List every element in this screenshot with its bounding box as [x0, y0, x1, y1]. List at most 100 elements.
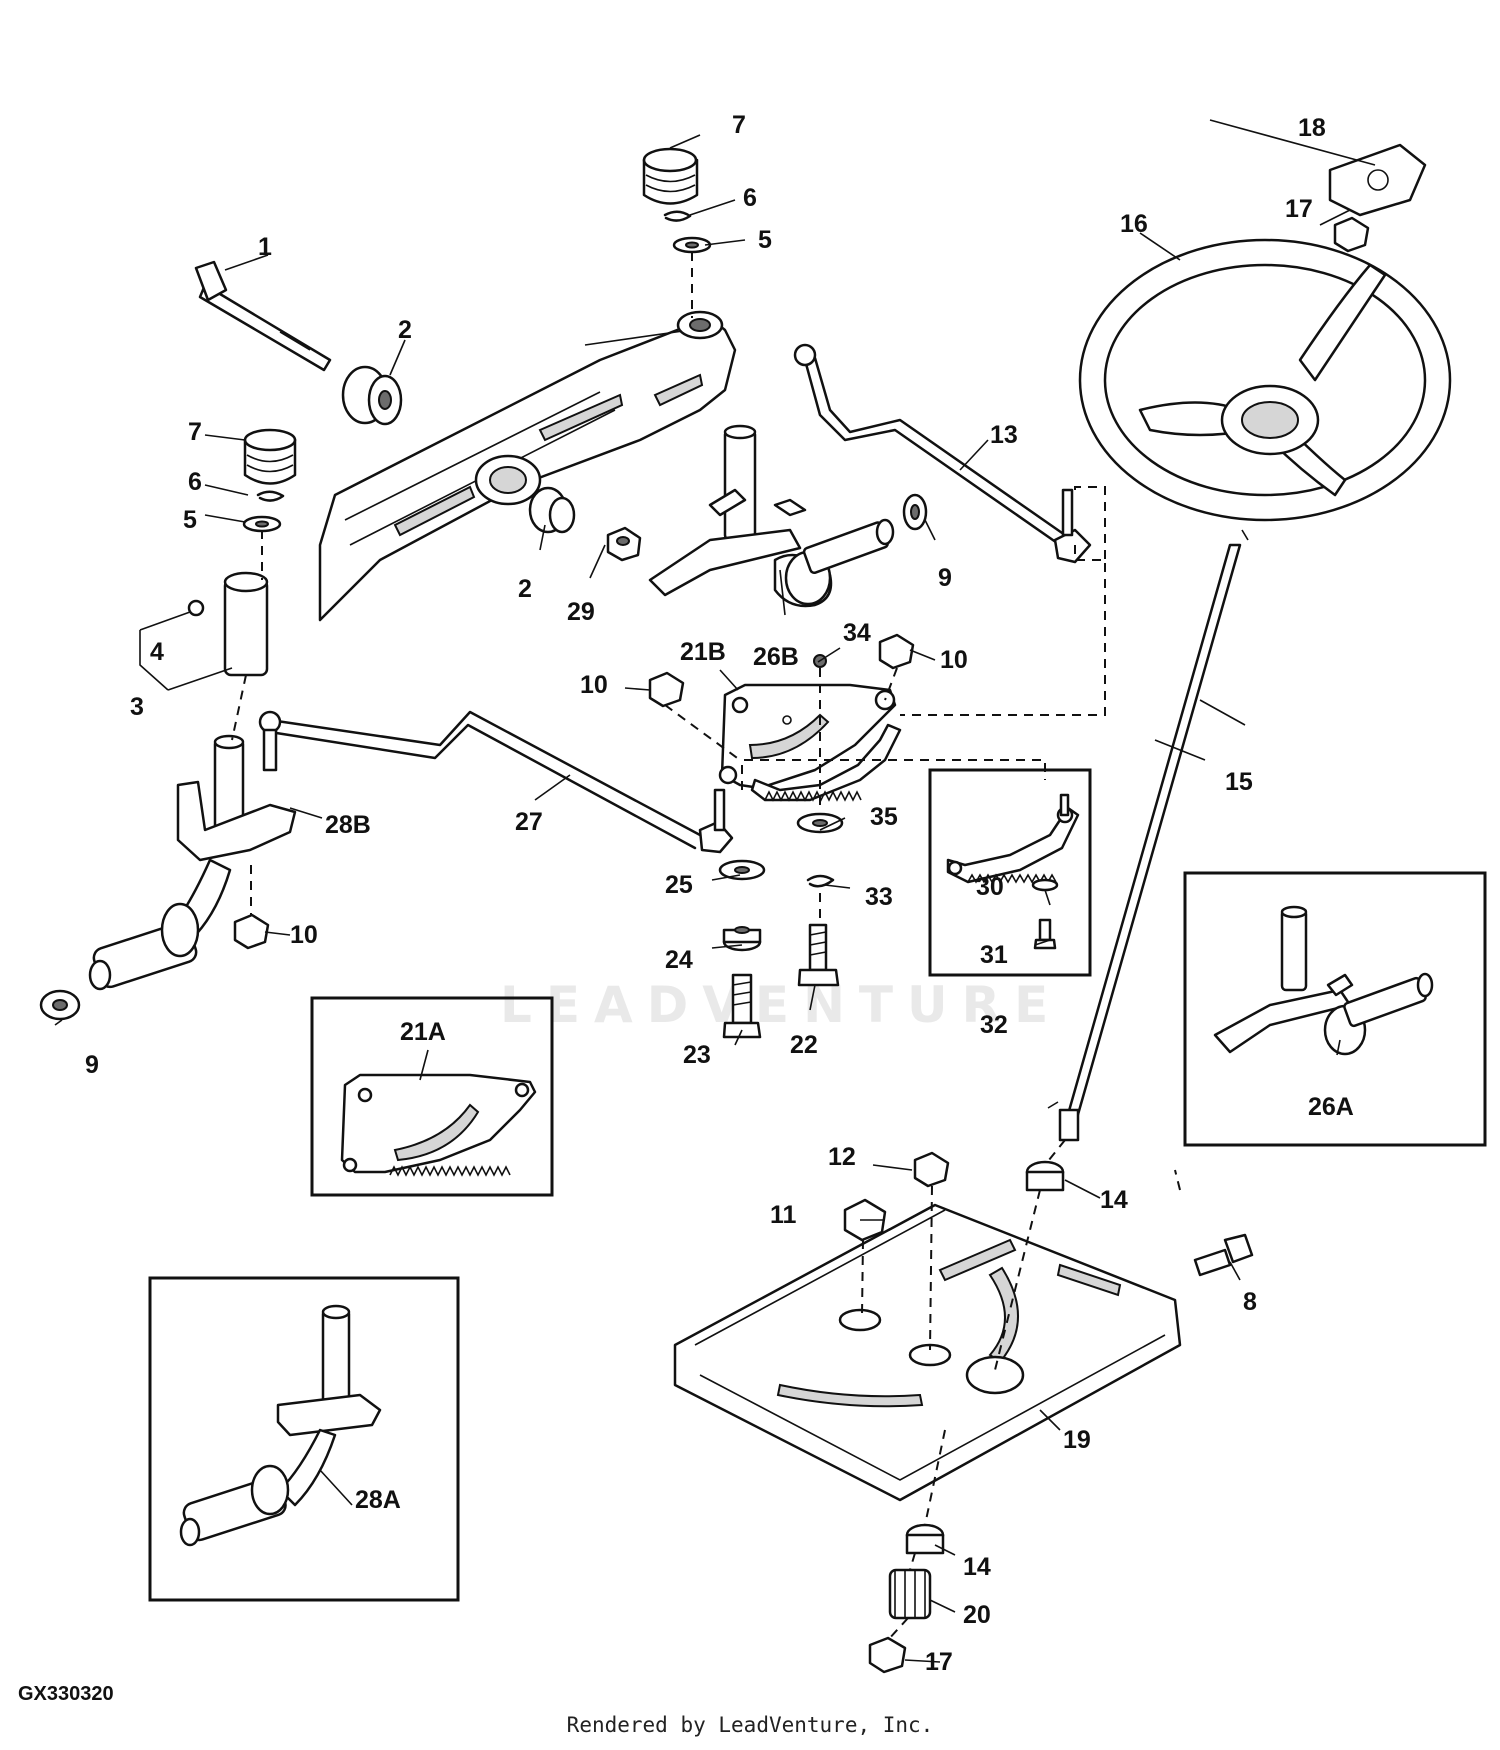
bushing-2-upper: [341, 365, 403, 426]
label-20: 20: [963, 1601, 991, 1629]
grease-fitting-4: [187, 599, 205, 617]
label-5-left: 5: [183, 506, 197, 534]
footer-credit: Rendered by LeadVenture, Inc.: [566, 1713, 934, 1737]
steering-sector-21a: [340, 1073, 537, 1177]
label-10-right: 10: [940, 646, 968, 674]
bushing-14-top: [1025, 1160, 1065, 1192]
label-5-right: 5: [758, 226, 772, 254]
label-10-mid: 10: [580, 671, 608, 699]
label-16: 16: [1120, 210, 1148, 238]
nut-10-right: [878, 633, 915, 670]
nut-17-top: [1333, 216, 1370, 253]
figure-id: GX330320: [18, 1683, 114, 1705]
spindle-26b: [648, 424, 895, 608]
label-21a: 21A: [400, 1018, 446, 1046]
label-28b: 28B: [325, 811, 371, 839]
bolt-22: [797, 923, 840, 987]
inset-box-28a: [148, 1276, 460, 1602]
spindle-28b: [88, 734, 297, 991]
label-26a: 26A: [1308, 1093, 1354, 1121]
drag-link-13: [793, 343, 1092, 564]
lockwasher-33: [806, 874, 835, 888]
label-7-left: 7: [188, 418, 202, 446]
label-23: 23: [683, 1041, 711, 1069]
label-2-upper: 2: [398, 316, 412, 344]
label-24: 24: [665, 946, 693, 974]
front-axle: [318, 310, 737, 622]
label-9-left: 9: [85, 1051, 99, 1079]
label-29: 29: [567, 598, 595, 626]
axle-pivot-tube: [223, 571, 269, 677]
label-15: 15: [1225, 768, 1253, 796]
label-17-bottom: 17: [925, 1648, 953, 1676]
bushing-2-lower: [528, 486, 576, 534]
cap-7-right: [642, 147, 699, 205]
washer-5-right: [672, 236, 712, 254]
inset-box-26a: [1183, 871, 1487, 1147]
label-13: 13: [990, 421, 1018, 449]
label-14-top: 14: [1100, 1186, 1128, 1214]
tie-rod-27: [258, 710, 734, 854]
nut-17-bottom: [868, 1636, 907, 1674]
inset-box-32: [928, 768, 1092, 977]
pivot-bolt: [194, 260, 332, 372]
label-6-left: 6: [188, 468, 202, 496]
spindle-28a: [179, 1304, 382, 1547]
steering-wheel: [1078, 238, 1452, 522]
washer-25: [718, 859, 766, 881]
bushing-14-bottom: [905, 1523, 945, 1555]
washer-35: [796, 812, 844, 834]
steering-sector-21b: [718, 683, 902, 802]
clip-6-left: [256, 490, 285, 502]
cap-7-left: [243, 428, 297, 485]
pinion-gear-20: [888, 1568, 932, 1620]
label-7-right: 7: [732, 111, 746, 139]
part-labels: 1 2 2 3 4 5 5 6 6 7 7 8 9 9 10 10 10 11 …: [85, 111, 1354, 1676]
washer-9-right: [902, 493, 928, 531]
washer-5-left: [242, 515, 282, 533]
washer-9-left: [39, 989, 81, 1021]
nut-10-mid: [648, 671, 685, 708]
label-32: 32: [980, 1011, 1008, 1039]
label-30: 30: [976, 873, 1004, 901]
label-12: 12: [828, 1143, 856, 1171]
label-14-bottom: 14: [963, 1553, 991, 1581]
watermark-text: LEADVENTURE: [500, 976, 1062, 1034]
label-10-left: 10: [290, 921, 318, 949]
shaft-dashed-lines: [861, 1139, 1181, 1641]
steering-support-plate: [673, 1203, 1182, 1502]
steering-shaft: [1047, 529, 1249, 1142]
label-18: 18: [1298, 114, 1326, 142]
nut-29: [606, 526, 642, 562]
label-35: 35: [870, 803, 898, 831]
label-2-lower: 2: [518, 575, 532, 603]
leader-lines: [54, 119, 1376, 1663]
label-21b: 21B: [680, 638, 726, 666]
label-19: 19: [1063, 1426, 1091, 1454]
label-27: 27: [515, 808, 543, 836]
label-3: 3: [130, 693, 144, 721]
label-6-right: 6: [743, 184, 757, 212]
label-1: 1: [258, 233, 272, 261]
sector-detail-32: [946, 793, 1080, 950]
label-25: 25: [665, 871, 693, 899]
inset-box-21a: [310, 996, 554, 1197]
label-26b: 26B: [753, 643, 799, 671]
label-33: 33: [865, 883, 893, 911]
label-4: 4: [150, 638, 164, 666]
label-17-top: 17: [1285, 195, 1313, 223]
label-9-right: 9: [938, 564, 952, 592]
label-8: 8: [1243, 1288, 1257, 1316]
nut-10-left: [233, 913, 270, 950]
label-11: 11: [770, 1201, 797, 1229]
cap-18: [1328, 143, 1427, 217]
label-28a: 28A: [355, 1486, 401, 1514]
label-22: 22: [790, 1031, 818, 1059]
nut-12: [913, 1151, 950, 1188]
bolt-8: [1193, 1233, 1254, 1277]
label-31: 31: [980, 941, 1008, 969]
label-34: 34: [843, 619, 871, 647]
clip-6-right: [663, 210, 692, 222]
spindle-26a: [1213, 905, 1434, 1056]
